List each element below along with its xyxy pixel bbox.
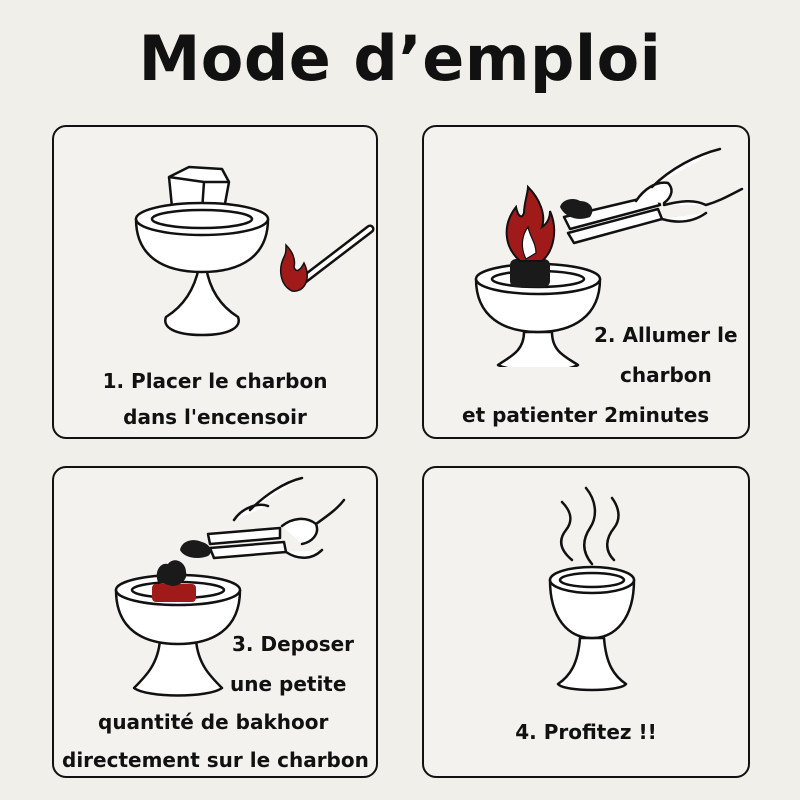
tongs-hand-icon [562, 147, 744, 245]
step-4-panel: 4. Profitez !! [422, 466, 750, 778]
step-4-illustration [548, 486, 636, 692]
charcoal-icon [510, 259, 550, 287]
step-3-line-3: quantité de bakhoor [98, 710, 329, 734]
smoke-icon [559, 486, 620, 566]
step-2-line-1: 2. Allumer le [594, 323, 738, 347]
step-3-line-1: 3. Deposer [232, 632, 355, 656]
flame-icon [279, 243, 308, 292]
incense-burner-icon [548, 565, 636, 692]
match-icon [297, 224, 375, 286]
incense-burner-icon [134, 201, 270, 337]
step-3-line-4: directement sur le charbon [62, 748, 369, 772]
bakhoor-icon [156, 560, 187, 586]
step-3-panel: 3. Deposer une petite quantité de bakhoo… [52, 466, 378, 778]
page-title: Mode d’emploi [138, 22, 662, 95]
step-1-line-1: 1. Placer le charbon [102, 369, 328, 393]
charcoal-icon [152, 584, 196, 602]
step-3-line-2: une petite [230, 672, 347, 696]
step-1-panel: 1. Placer le charbon dans l'encensoir [52, 125, 378, 439]
step-2-line-3: et patienter 2minutes [462, 403, 710, 427]
step-1-illustration [134, 165, 375, 337]
step-3-illustration [114, 476, 346, 697]
step-4-line-1: 4. Profitez !! [515, 720, 657, 744]
step-1-line-2: dans l'encensoir [123, 405, 307, 429]
flame-icon [505, 184, 556, 262]
step-2-panel: 2. Allumer le charbon et patienter 2minu… [422, 125, 750, 439]
bakhoor-icon [560, 199, 593, 219]
bakhoor-icon [180, 540, 211, 558]
step-2-line-2: charbon [620, 363, 712, 387]
tongs-hand-icon [206, 476, 346, 560]
step-2-illustration [474, 147, 744, 367]
